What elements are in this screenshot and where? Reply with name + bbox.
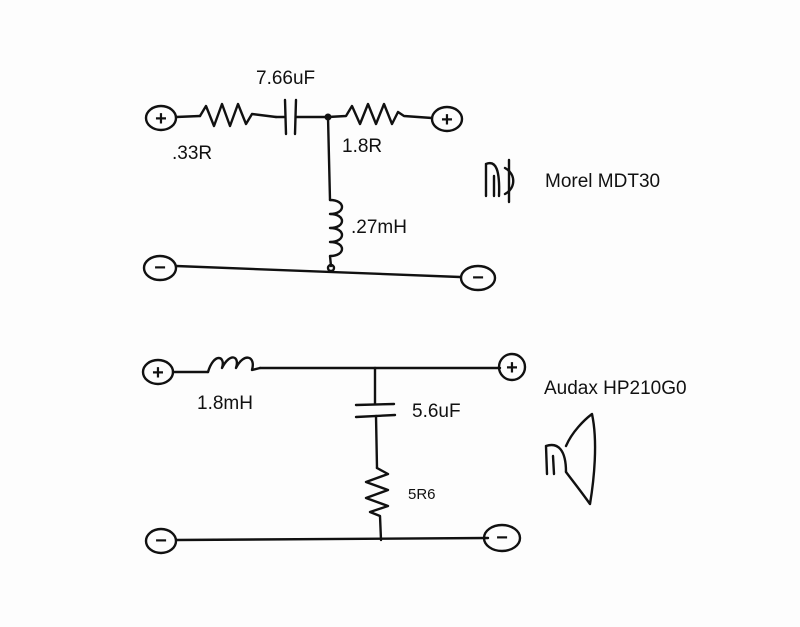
wire bbox=[326, 115, 332, 202]
svg-text:+: + bbox=[152, 362, 164, 384]
wire bbox=[374, 414, 379, 470]
woofer-input-plus-terminal: + bbox=[141, 358, 175, 386]
woofer-output-plus-terminal: + bbox=[497, 352, 527, 382]
wire bbox=[174, 114, 202, 119]
capacitor-plate bbox=[354, 402, 396, 407]
svg-text:−: − bbox=[155, 530, 167, 552]
svg-text:+: + bbox=[155, 108, 167, 130]
ground-rail bbox=[174, 264, 462, 279]
resistor-value-label: 1.8R bbox=[342, 136, 382, 157]
inductor-18mh-symbol bbox=[206, 356, 262, 374]
woofer-output-minus-terminal: − bbox=[482, 523, 522, 553]
svg-text:−: − bbox=[496, 527, 508, 549]
junction-dot bbox=[326, 263, 336, 273]
resistor-5r6-symbol bbox=[364, 466, 390, 542]
tweeter-input-plus-terminal: + bbox=[144, 104, 178, 132]
inductor-value-label: .27mH bbox=[351, 217, 407, 238]
capacitor-value-label: 5.6uF bbox=[412, 401, 461, 422]
tweeter-output-minus-terminal: − bbox=[459, 264, 497, 292]
resistor-value-label: .33R bbox=[172, 143, 212, 164]
capacitor-value-label: 7.66uF bbox=[256, 68, 315, 89]
resistor-18-symbol bbox=[326, 102, 434, 126]
svg-text:+: + bbox=[441, 109, 453, 131]
capacitor-plate bbox=[283, 98, 288, 136]
tweeter-driver-label: Morel MDT30 bbox=[545, 171, 660, 192]
woofer-input-minus-terminal: − bbox=[144, 527, 178, 555]
woofer-driver-label: Audax HP210G0 bbox=[544, 378, 687, 399]
woofer-driver-icon bbox=[544, 412, 597, 506]
woofer-crossover: + + − − 1.8mH 5.6uF 5R6 bbox=[141, 352, 687, 555]
svg-text:−: − bbox=[154, 257, 166, 279]
resistor-033-symbol bbox=[198, 102, 278, 128]
tweeter-crossover: + + − − 7.6 bbox=[142, 68, 660, 292]
tweeter-input-minus-terminal: − bbox=[142, 254, 178, 282]
tweeter-output-plus-terminal: + bbox=[430, 105, 464, 133]
svg-text:+: + bbox=[506, 357, 518, 379]
ground-rail bbox=[174, 536, 490, 542]
inductor-value-label: 1.8mH bbox=[197, 393, 253, 414]
inductor-027mh-symbol bbox=[328, 198, 344, 268]
resistor-value-label: 5R6 bbox=[408, 486, 436, 503]
tweeter-driver-icon bbox=[484, 158, 515, 204]
svg-text:−: − bbox=[472, 267, 484, 289]
